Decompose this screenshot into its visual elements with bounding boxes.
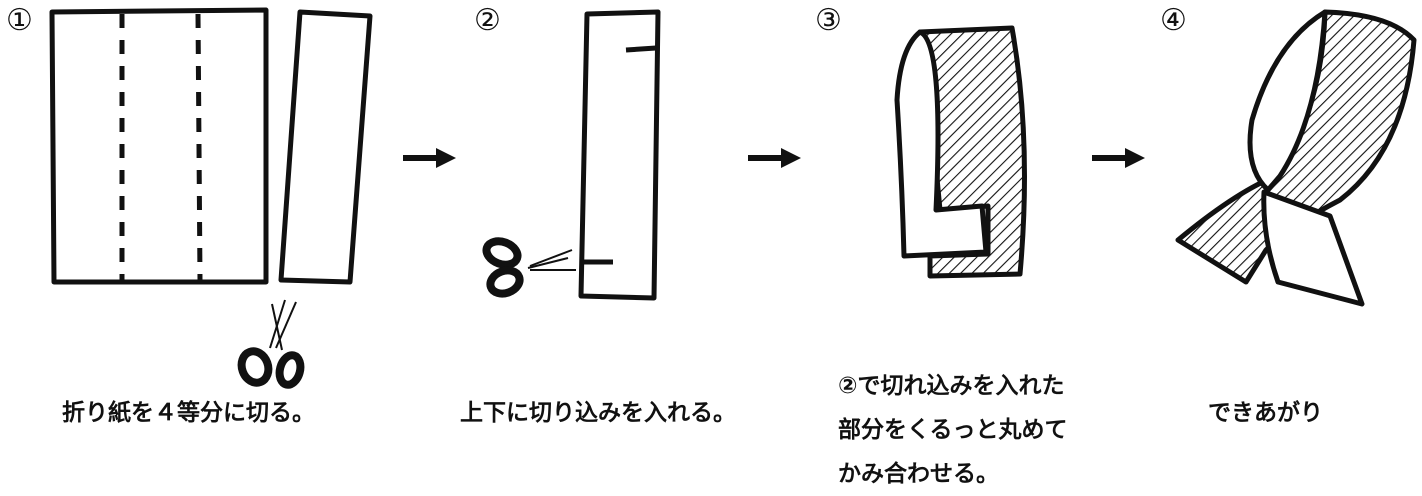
step3-number: ③ — [815, 3, 842, 38]
arrow-1-icon — [403, 148, 456, 168]
step3-caption-line-1: ②で切れ込みを入れた — [838, 373, 1065, 399]
step4-collar-inner — [1247, 9, 1328, 193]
step4-caption-line: できあがり — [1208, 400, 1323, 426]
step2-number: ② — [474, 3, 501, 38]
step1-fold-line-right — [195, 13, 203, 281]
step3-caption-line-3: かみ合わせる。 — [838, 461, 999, 487]
step1-illustration — [49, 7, 373, 389]
arrow-3-icon — [1092, 148, 1145, 168]
step1-caption: 折り紙を４等分に切る。 — [62, 393, 315, 433]
step2-caption-line: 上下に切り込みを入れる。 — [460, 400, 736, 426]
step2-top-slit — [625, 45, 657, 53]
step1-cut-strip — [278, 9, 373, 285]
step2-strip — [578, 9, 661, 301]
step2-caption: 上下に切り込みを入れる。 — [460, 393, 736, 433]
step1-scissors-icon — [237, 299, 305, 389]
step2-illustration — [482, 9, 661, 301]
step3-caption: ②で切れ込みを入れた 部分をくるっと丸めて かみ合わせる。 — [838, 364, 1068, 496]
step1-number: ① — [6, 3, 33, 38]
step4-number: ④ — [1160, 3, 1187, 38]
step3-caption-line-2: 部分をくるっと丸めて — [838, 417, 1068, 443]
step4-illustration — [1175, 9, 1417, 307]
arrow-2-icon — [748, 148, 801, 168]
step3-rolled-band-front — [894, 29, 989, 259]
step4-caption: できあがり — [1208, 393, 1323, 433]
step1-caption-line: 折り紙を４等分に切る。 — [62, 400, 315, 426]
step1-paper-square — [49, 7, 269, 285]
step4-collar-tab — [1261, 189, 1365, 307]
step3-illustration — [894, 25, 1027, 279]
step2-scissors-icon — [482, 237, 576, 298]
